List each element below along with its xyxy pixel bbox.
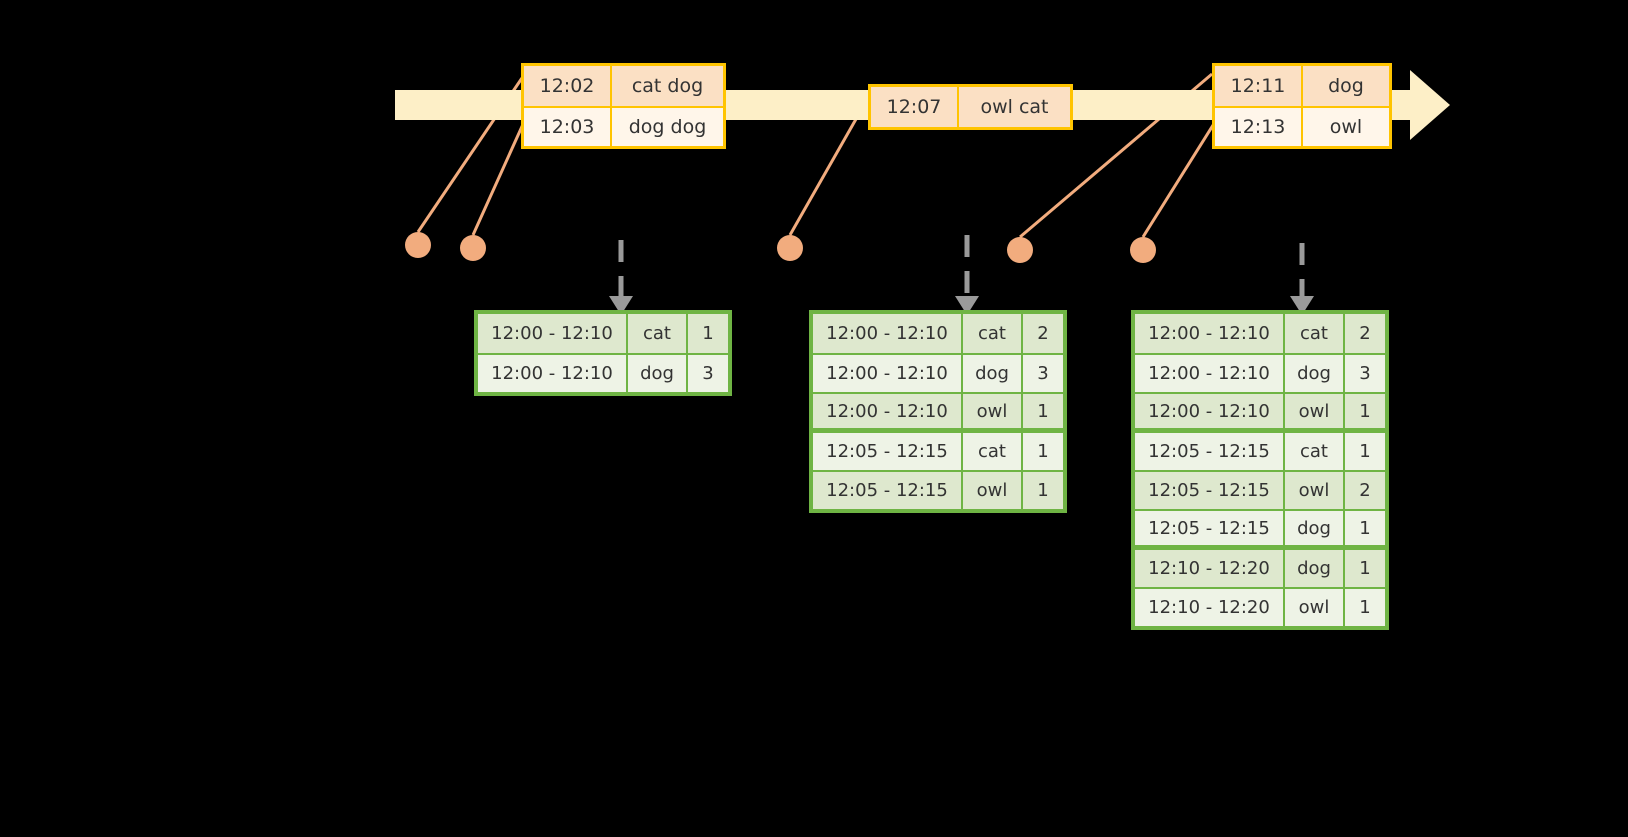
window-cell: 12:00 - 12:10 [813, 355, 963, 392]
windowed-counts-table-2[interactable]: 12:00 - 12:10 cat 2 12:00 - 12:10 dog 3 … [809, 310, 1067, 513]
connector-line-2 [471, 121, 526, 236]
count-cell: 2 [1345, 314, 1385, 353]
event-time: 12:11 [1215, 66, 1303, 106]
event-box-2[interactable]: 12:07 owl cat [868, 84, 1073, 130]
table-row: 12:00 - 12:10 owl 1 [1135, 392, 1385, 431]
event-text: owl [1329, 116, 1363, 138]
count-cell: 1 [1359, 441, 1371, 462]
table-row: 12:10 - 12:20 owl 1 [1135, 587, 1385, 626]
window-cell: 12:00 - 12:10 [1135, 355, 1285, 392]
event-marker-1 [405, 232, 431, 258]
event-time: 12:07 [871, 87, 959, 127]
event-time: 12:03 [524, 108, 612, 146]
window-cell: 12:00 - 12:10 [1135, 314, 1285, 353]
key-cell: cat [1285, 433, 1345, 470]
table-row: 12:00 - 12:10 cat 2 [1135, 314, 1385, 353]
event-box-1[interactable]: 12:02 cat dog 12:03 dog dog [521, 63, 726, 149]
event-text: owl cat [959, 87, 1070, 127]
table-row: 12:05 - 12:15 cat 1 [813, 431, 1063, 470]
count-cell: 1 [688, 314, 728, 353]
event-marker-3 [777, 235, 803, 261]
key-cell: owl [963, 394, 1023, 428]
window-cell: 12:05 - 12:15 [1135, 433, 1285, 470]
key-cell: dog [1285, 550, 1345, 587]
key-cell: cat [963, 314, 1023, 353]
windowed-counts-table-3[interactable]: 12:00 - 12:10 cat 2 12:00 - 12:10 dog 3 … [1131, 310, 1389, 630]
key-cell: cat [963, 433, 1023, 470]
event-text: dog dog [628, 116, 707, 138]
count-cell: 1 [1023, 394, 1063, 428]
key-cell: owl [1285, 472, 1345, 509]
table-row: 12:10 - 12:20 dog 1 [1135, 548, 1385, 587]
event-time: 12:13 [1215, 108, 1303, 146]
table-row: 12:05 - 12:15 dog 1 [1135, 509, 1385, 548]
key-cell: dog [1285, 511, 1345, 545]
key-cell: owl [963, 472, 1023, 509]
window-cell: 12:05 - 12:15 [813, 433, 963, 470]
table-row: 12:00 - 12:10 dog 3 [1135, 353, 1385, 392]
key-cell: dog [963, 355, 1023, 392]
window-cell: 12:00 - 12:10 [478, 355, 628, 392]
event-box-3[interactable]: 12:11 dog 12:13 owl [1212, 63, 1392, 149]
count-cell: 1 [1359, 517, 1371, 539]
window-cell: 12:05 - 12:15 [1135, 472, 1285, 509]
table-row: 12:05 - 12:15 owl 1 [813, 470, 1063, 509]
event-row: 12:02 cat dog [524, 66, 723, 106]
table-row: 12:00 - 12:10 owl 1 [813, 392, 1063, 431]
event-row: 12:13 owl [1215, 106, 1389, 146]
count-cell: 3 [1359, 363, 1371, 384]
window-cell: 12:00 - 12:10 [813, 314, 963, 353]
window-cell: 12:05 - 12:15 [813, 472, 963, 509]
count-cell: 2 [1023, 314, 1063, 353]
count-cell: 2 [1345, 472, 1385, 509]
count-cell: 1 [1345, 394, 1385, 428]
table-row: 12:00 - 12:10 dog 3 [813, 353, 1063, 392]
event-time: 12:02 [524, 66, 612, 106]
key-cell: dog [1285, 355, 1345, 392]
windowed-counts-table-1[interactable]: 12:00 - 12:10 cat 1 12:00 - 12:10 dog 3 [474, 310, 732, 396]
event-marker-4 [1007, 237, 1033, 263]
window-cell: 12:00 - 12:10 [478, 314, 628, 353]
key-cell: dog [628, 355, 688, 392]
event-marker-2 [460, 235, 486, 261]
table-row: 12:00 - 12:10 cat 1 [478, 314, 728, 353]
table-row: 12:00 - 12:10 dog 3 [478, 353, 728, 392]
event-marker-5 [1130, 237, 1156, 263]
event-row: 12:11 dog [1215, 66, 1389, 106]
key-cell: cat [628, 314, 688, 353]
key-cell: owl [1285, 589, 1345, 626]
window-cell: 12:00 - 12:10 [813, 394, 963, 428]
table-row: 12:05 - 12:15 owl 2 [1135, 470, 1385, 509]
count-cell: 1 [1037, 441, 1049, 462]
event-row: 12:03 dog dog [524, 106, 723, 146]
event-text: cat dog [612, 66, 723, 106]
key-cell: cat [1285, 314, 1345, 353]
table-row: 12:05 - 12:15 cat 1 [1135, 431, 1385, 470]
count-cell: 3 [1037, 363, 1049, 384]
count-cell: 1 [1345, 550, 1385, 587]
table-row: 12:00 - 12:10 cat 2 [813, 314, 1063, 353]
window-cell: 12:10 - 12:20 [1135, 550, 1285, 587]
window-cell: 12:00 - 12:10 [1135, 394, 1285, 428]
count-cell: 1 [1023, 472, 1063, 509]
connector-line-5 [1141, 121, 1217, 238]
timeline-arrowhead-icon [1410, 70, 1450, 140]
event-row: 12:07 owl cat [871, 87, 1070, 127]
window-cell: 12:10 - 12:20 [1135, 589, 1285, 626]
count-cell: 1 [1359, 597, 1371, 618]
key-cell: owl [1285, 394, 1345, 428]
event-text: dog [1303, 66, 1389, 106]
window-cell: 12:05 - 12:15 [1135, 511, 1285, 545]
count-cell: 3 [702, 363, 714, 384]
